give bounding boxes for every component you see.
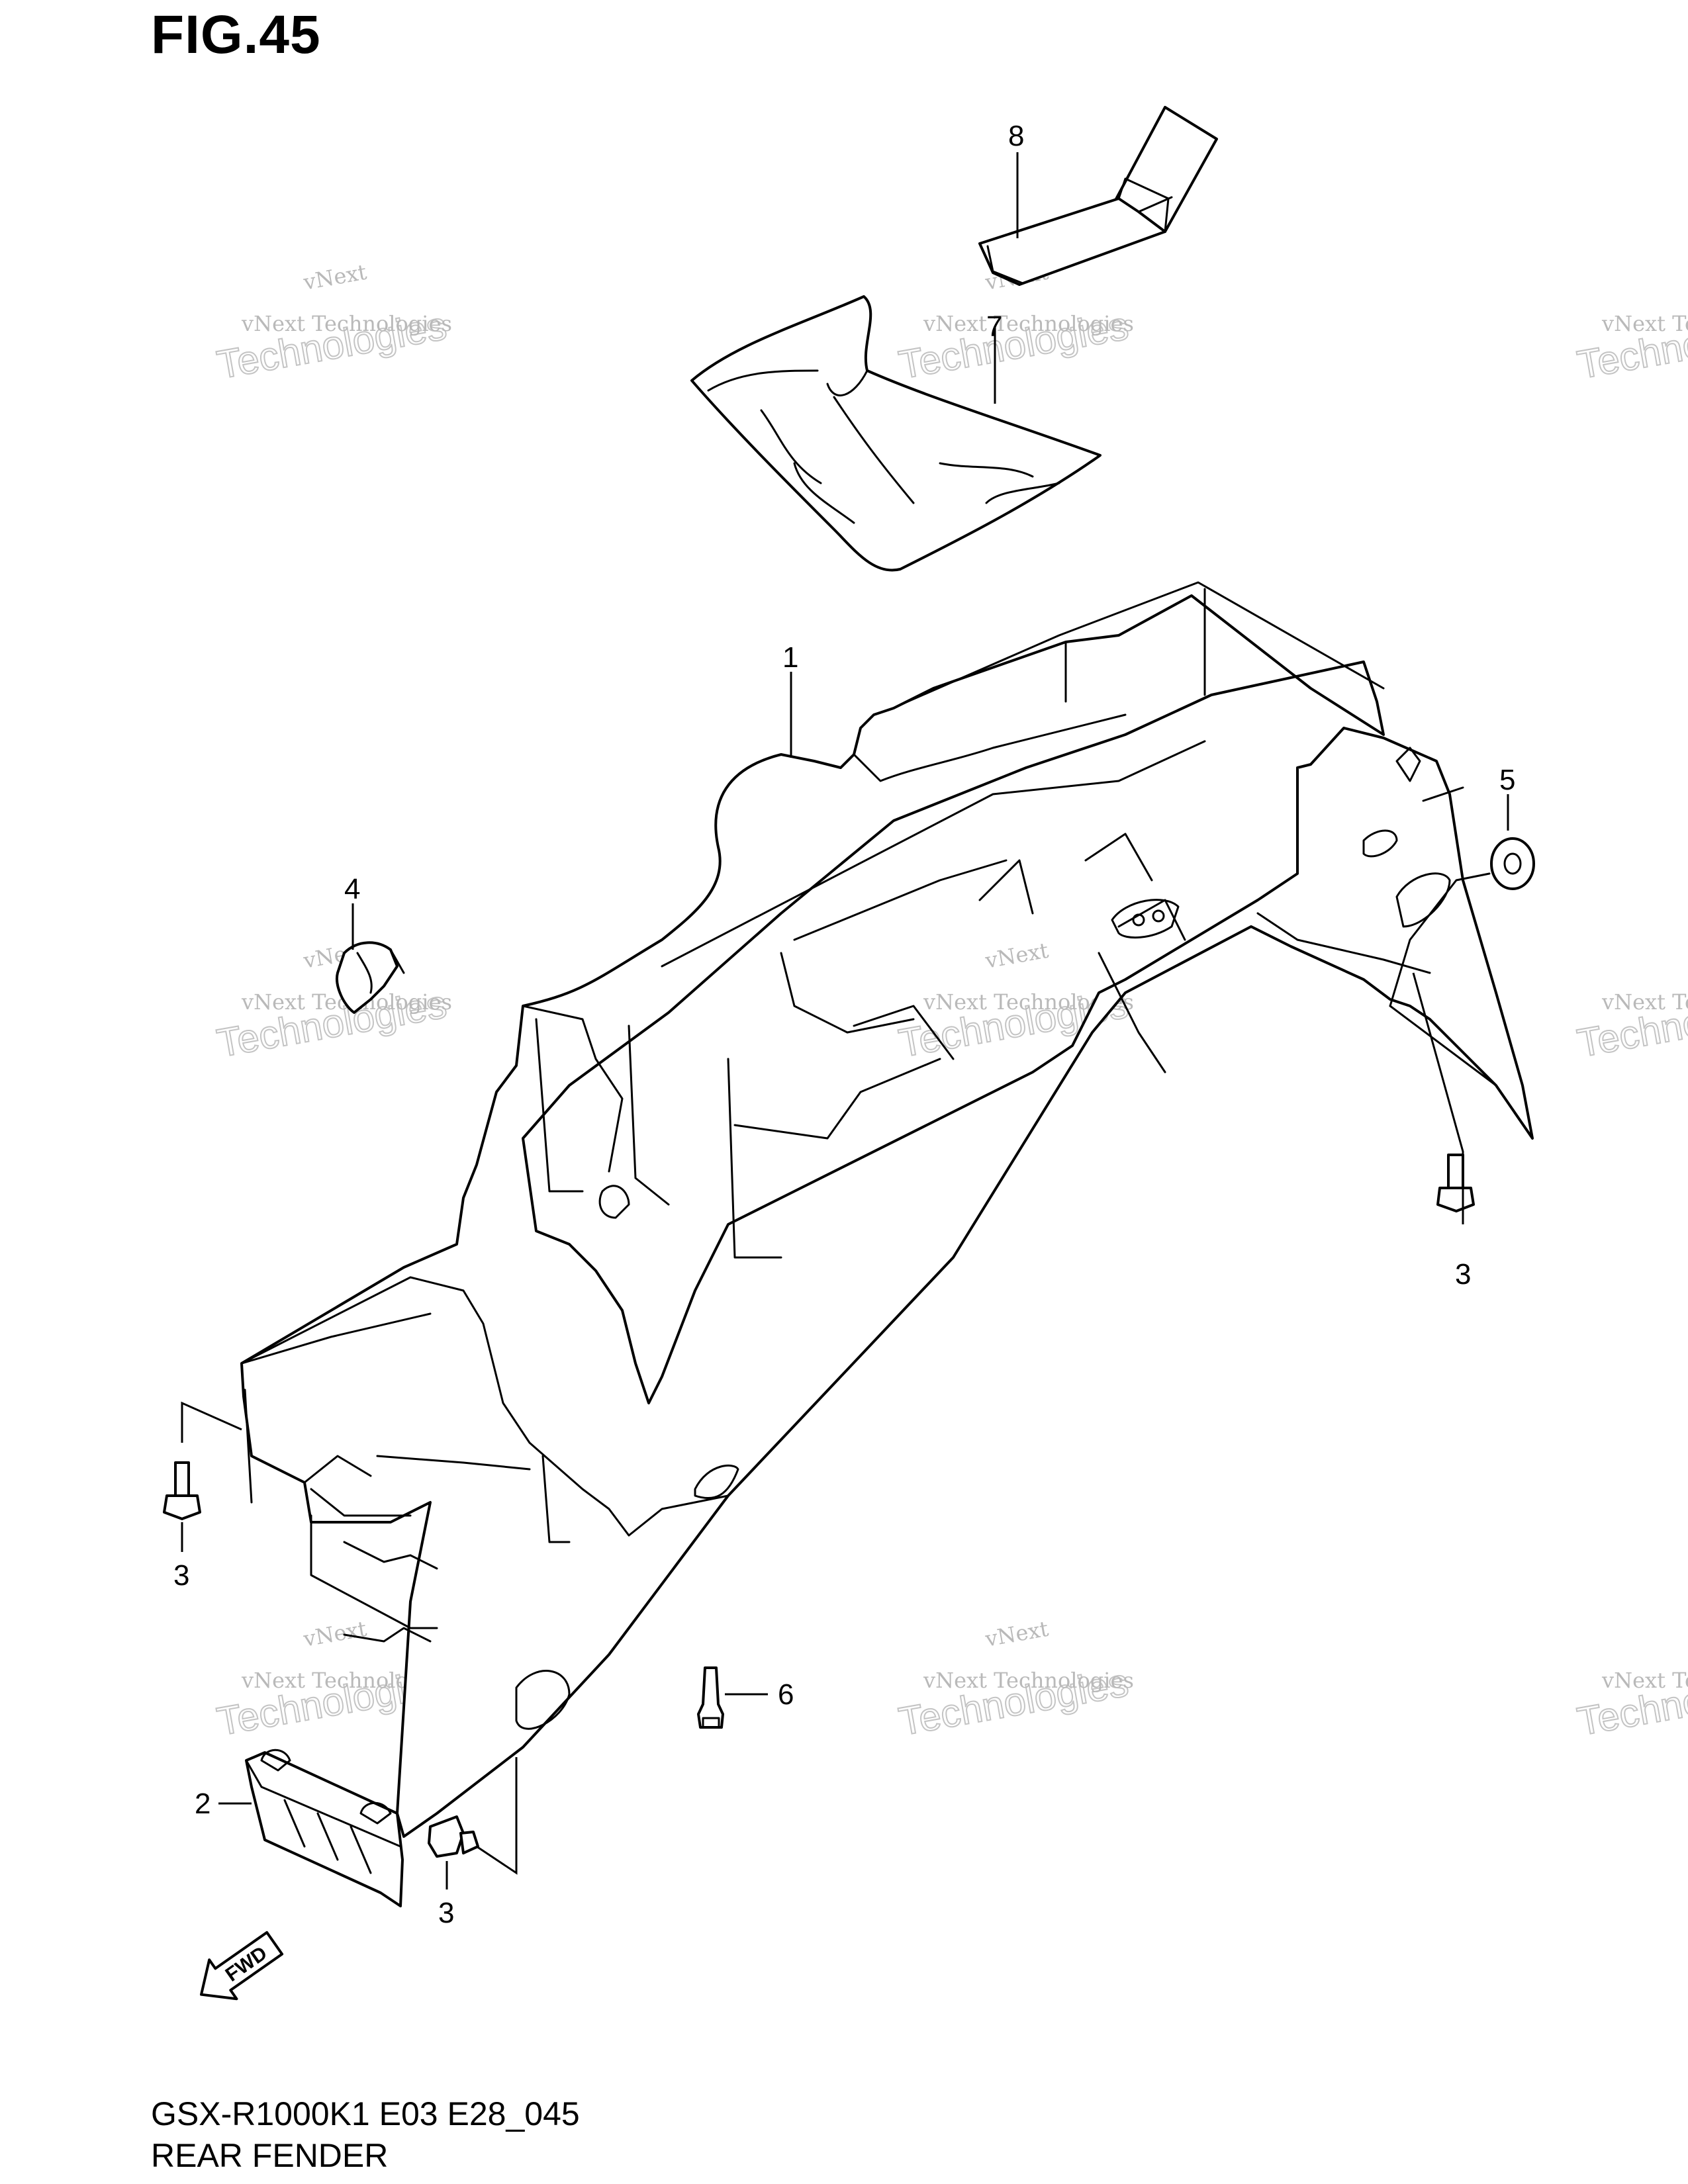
watermark-tile: Technologies vNext vNext Technologies (213, 938, 452, 1066)
leader-lines (181, 152, 1509, 1889)
callout-1[interactable]: 1 (782, 641, 798, 674)
part-5-washer[interactable] (1490, 837, 1535, 890)
watermark-tile: Technologies vNext Technologies (1573, 981, 1688, 1066)
part-1-rear-fender[interactable] (240, 581, 1534, 1838)
part-3-bolt-right[interactable] (1436, 1154, 1475, 1212)
callout-3-right[interactable]: 3 (1455, 1258, 1471, 1291)
part-6-rivet[interactable] (697, 1666, 724, 1729)
part-2-mudflap[interactable] (245, 1749, 404, 1907)
watermark-text: vNext Technologies (1601, 311, 1688, 336)
watermark-text: vNext Technologies (1601, 1668, 1688, 1693)
watermark-text-small: vNext (301, 1616, 369, 1652)
watermark-tile: Technologies vNext vNext Technologies (213, 259, 452, 388)
callout-3-bottom[interactable]: 3 (438, 1897, 454, 1929)
watermark-tile: Technologies vNext Technologies (1573, 302, 1688, 388)
watermark-text-small: vNext (983, 938, 1051, 974)
fwd-direction-marker: FWD (200, 1931, 284, 2001)
figure-title: FIG.45 (151, 5, 321, 65)
watermark-text-small: vNext (301, 259, 369, 295)
watermark-tile: Technologies vNext Technologies (1573, 1659, 1688, 1745)
callout-8[interactable]: 8 (1008, 120, 1024, 152)
part-8-strap[interactable] (978, 106, 1218, 286)
footer-section-name: REAR FENDER (151, 2137, 389, 2174)
watermark-text: vNext Technologies (1601, 989, 1688, 1015)
part-3-bolt-bottom[interactable] (428, 1815, 479, 1858)
watermark-tile: Technologies vNext vNext Technologies (895, 1616, 1134, 1745)
callout-2[interactable]: 2 (195, 1788, 211, 1820)
fwd-arrow-icon (200, 1931, 284, 2001)
callout-5[interactable]: 5 (1499, 764, 1515, 796)
part-3-bolt-left[interactable] (163, 1461, 201, 1520)
watermark-text: vNext Technologies (923, 311, 1134, 336)
watermark-text: vNext Technologies (923, 1668, 1134, 1693)
part-4-clamp[interactable] (336, 941, 405, 1014)
footer-model-code: GSX-R1000K1 E03 E28_045 (151, 2095, 580, 2132)
watermark-text: vNext Technologies (241, 311, 452, 336)
callout-6[interactable]: 6 (778, 1678, 794, 1711)
callout-4[interactable]: 4 (344, 873, 360, 905)
callout-7[interactable]: 7 (986, 310, 1002, 343)
watermark-text-small: vNext (983, 1616, 1051, 1652)
callout-3-left[interactable]: 3 (173, 1559, 189, 1592)
part-7-tray-mat[interactable] (690, 295, 1102, 572)
